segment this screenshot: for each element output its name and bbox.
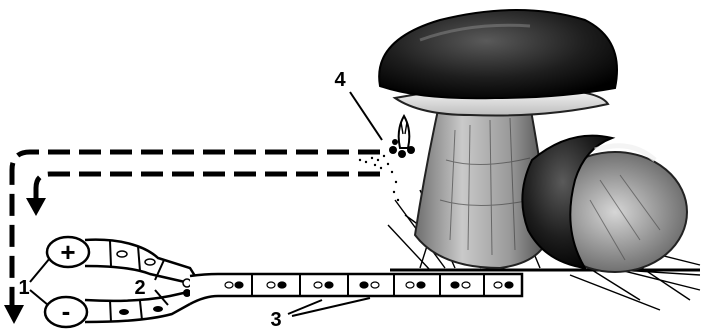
label-2: 2 bbox=[134, 277, 145, 299]
label-4: 4 bbox=[334, 69, 346, 91]
primary-mycelium-minus: - bbox=[45, 292, 190, 327]
primary-mycelium-plus: + bbox=[47, 237, 195, 282]
minus-sign: - bbox=[62, 296, 71, 326]
mushroom-cap bbox=[379, 10, 617, 98]
plus-sign: + bbox=[60, 237, 75, 267]
mushroom-small bbox=[522, 136, 687, 272]
basidium-with-spores bbox=[359, 116, 415, 201]
label-3: 3 bbox=[270, 309, 281, 331]
arrow-head-upper bbox=[26, 198, 46, 216]
falling-spores bbox=[359, 155, 399, 201]
label-1: 1 bbox=[18, 277, 29, 299]
secondary-mycelium bbox=[190, 274, 522, 304]
arrow-head-lower bbox=[4, 305, 24, 324]
